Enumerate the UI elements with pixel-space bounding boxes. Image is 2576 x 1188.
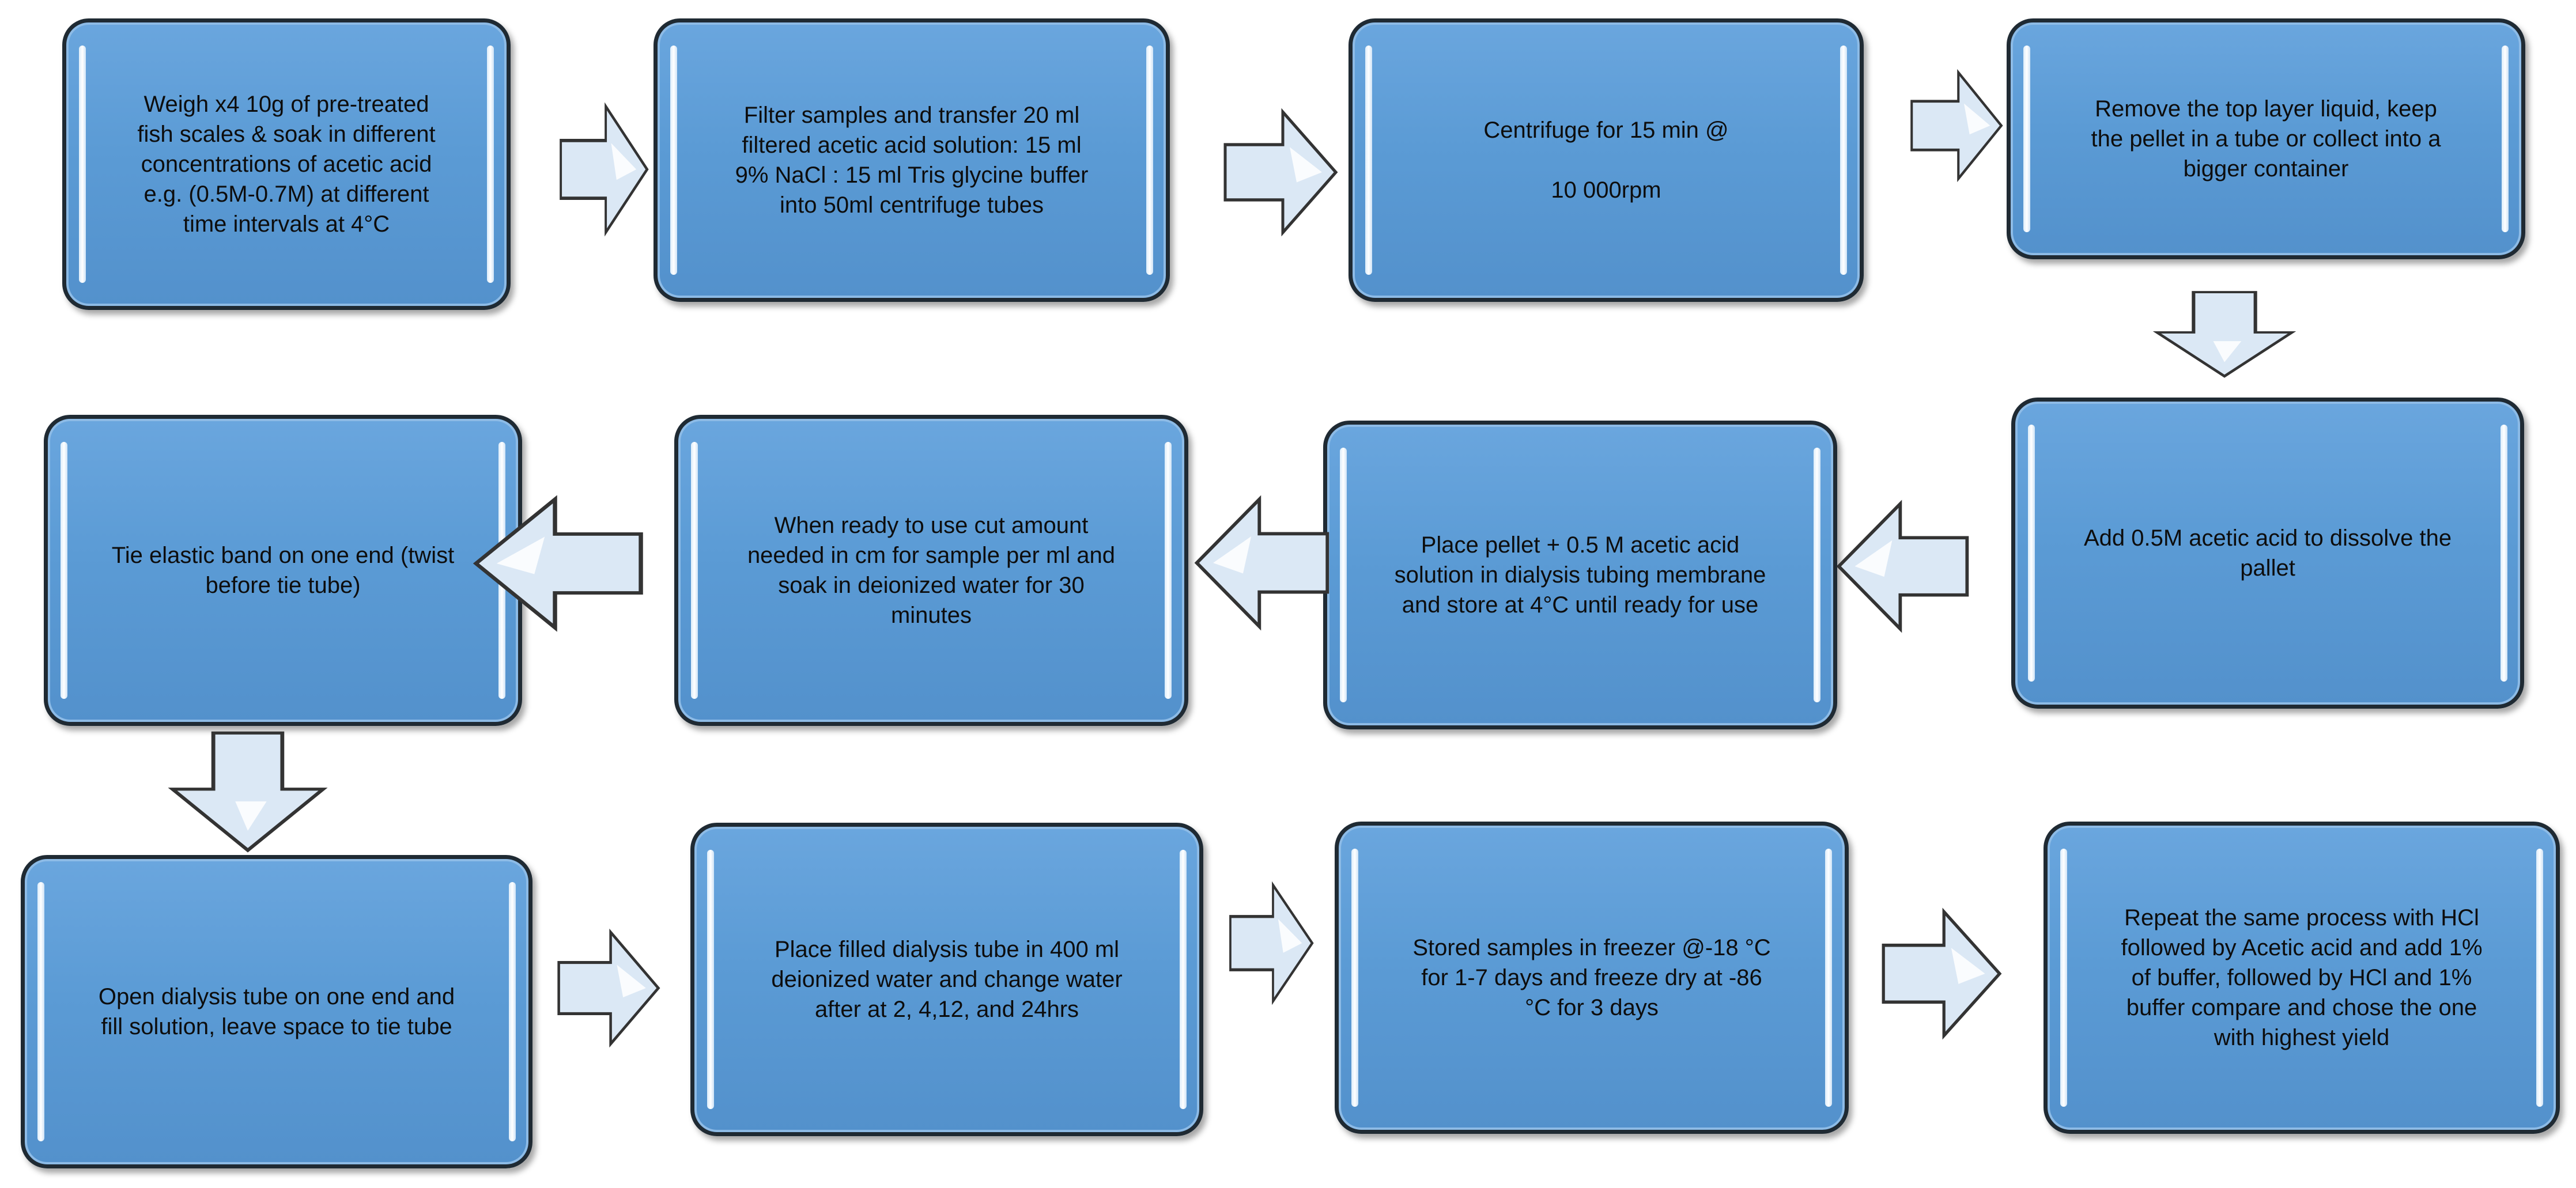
step-text-add-acetic-acid: Add 0.5M acetic acid to dissolve the pal… <box>2083 525 2452 581</box>
step-text-dialysis-water: Place filled dialysis tube in 400 ml dei… <box>771 937 1123 1022</box>
step-text-filter-transfer: Filter samples and transfer 20 ml filter… <box>735 103 1089 218</box>
step-text-repeat-hcl: Repeat the same process with HCl followe… <box>2121 905 2483 1050</box>
arrow-freeze-to-repeat <box>1882 907 2002 1040</box>
step-text-tie-band: Tie elastic band on one end (twist befor… <box>111 543 455 598</box>
step-box-filter-transfer: Filter samples and transfer 20 ml filter… <box>654 18 1170 302</box>
arrow-dialysis-store-to-cut <box>1194 495 1329 631</box>
arrow-dialysis-water-to-freeze <box>1229 881 1314 1005</box>
arrow-remove-to-add-acid <box>2152 291 2297 378</box>
step-box-centrifuge: Centrifuge for 15 min @ 10 000rpm <box>1349 18 1864 302</box>
step-text-weigh-soak-scales: Weigh x4 10g of pre-treated fish scales … <box>137 92 436 237</box>
step-text-dialysis-store: Place pellet + 0.5 M acetic acid solutio… <box>1394 532 1766 618</box>
arrow-cut-to-tie <box>473 495 643 632</box>
step-box-dialysis-store: Place pellet + 0.5 M acetic acid solutio… <box>1323 421 1837 729</box>
step-box-dialysis-water: Place filled dialysis tube in 400 ml dei… <box>690 823 1203 1136</box>
step-text-remove-top-layer: Remove the top layer liquid, keep the pe… <box>2091 96 2441 181</box>
arrow-weigh-to-filter <box>560 102 649 237</box>
step-box-cut-soak-tubing: When ready to use cut amount needed in c… <box>674 415 1188 726</box>
arrow-filter-to-centrifuge <box>1223 108 1338 237</box>
arrow-tie-to-open <box>168 731 328 853</box>
arrow-add-acid-to-dialysis-store <box>1836 500 1969 633</box>
step-text-cut-soak-tubing: When ready to use cut amount needed in c… <box>747 513 1116 628</box>
step-box-open-fill-tube: Open dialysis tube on one end and fill s… <box>21 855 532 1168</box>
step-box-remove-top-layer: Remove the top layer liquid, keep the pe… <box>2007 18 2525 259</box>
step-box-repeat-hcl: Repeat the same process with HCl followe… <box>2044 822 2560 1134</box>
step-box-add-acetic-acid: Add 0.5M acetic acid to dissolve the pal… <box>2011 398 2524 709</box>
arrow-open-to-dialysis-water <box>557 928 660 1048</box>
step-text-open-fill-tube: Open dialysis tube on one end and fill s… <box>98 984 455 1039</box>
step-text-centrifuge: Centrifuge for 15 min @ 10 000rpm <box>1483 118 1729 203</box>
step-box-weigh-soak-scales: Weigh x4 10g of pre-treated fish scales … <box>62 18 511 310</box>
step-box-freeze-dry: Stored samples in freezer @-18 °C for 1-… <box>1335 822 1849 1134</box>
step-text-freeze-dry: Stored samples in freezer @-18 °C for 1-… <box>1412 935 1771 1020</box>
arrow-centrifuge-to-remove <box>1910 69 2003 183</box>
step-box-tie-band: Tie elastic band on one end (twist befor… <box>44 415 522 726</box>
